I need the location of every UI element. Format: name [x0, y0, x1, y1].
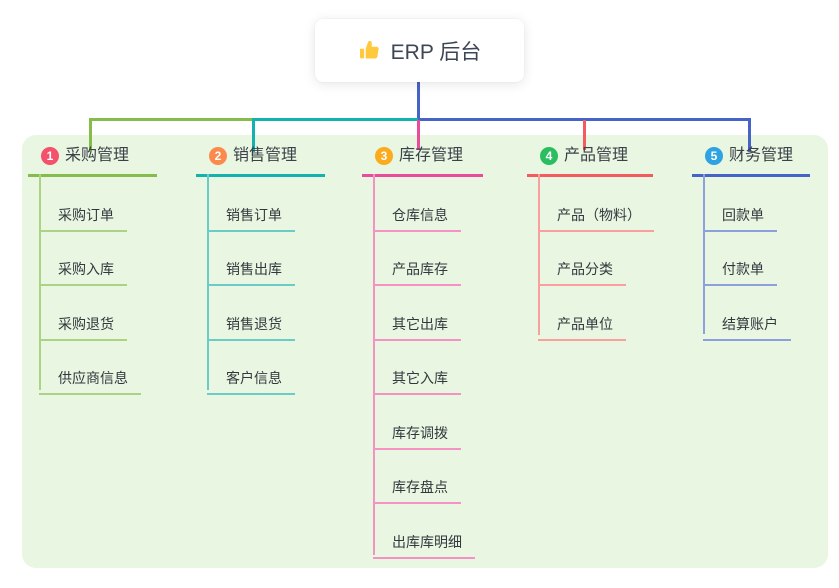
branch-label: 采购管理 [65, 147, 130, 164]
branch-label: 库存管理 [399, 147, 464, 164]
branch-1-purchase: 1 采购管理 采购订单 采购入库 采购退货 供应商信息 [28, 146, 157, 395]
branch-children-line [373, 174, 375, 555]
child-node[interactable]: 出库库明细 [362, 504, 483, 559]
branch-children-line [39, 174, 41, 390]
child-node[interactable]: 其它入库 [362, 341, 483, 395]
branch-header[interactable]: 3 库存管理 [362, 146, 483, 177]
root-node-label: ERP 后台 [390, 40, 482, 64]
child-node[interactable]: 产品库存 [362, 232, 483, 286]
child-node[interactable]: 回款单 [692, 177, 810, 232]
child-node[interactable]: 产品分类 [527, 232, 653, 286]
branch-children: 回款单 付款单 结算账户 [692, 174, 810, 341]
branch-number-badge: 4 [540, 147, 558, 165]
branch-children: 仓库信息 产品库存 其它出库 其它入库 库存调拨 库存盘点 出库库明细 [362, 174, 483, 559]
branch-number-badge: 5 [705, 147, 723, 165]
child-node[interactable]: 结算账户 [692, 286, 810, 341]
branch-children-line [207, 174, 209, 390]
branch-drop-line-5 [748, 118, 751, 152]
branch-children-line [703, 174, 705, 334]
branch-bus-segment-1 [89, 118, 253, 121]
child-node[interactable]: 产品（物料） [527, 177, 654, 232]
child-node[interactable]: 销售退货 [196, 286, 325, 341]
branch-bus-segment-2 [252, 118, 419, 121]
child-node[interactable]: 客户信息 [196, 341, 325, 395]
branch-children-line [538, 174, 540, 335]
thumbs-up-icon [358, 39, 381, 62]
branch-label: 财务管理 [729, 147, 794, 164]
child-node[interactable]: 采购入库 [28, 232, 157, 286]
branch-number-badge: 3 [375, 147, 393, 165]
branch-drop-line-1 [89, 118, 92, 152]
branch-4-product: 4 产品管理 产品（物料） 产品分类 产品单位 [527, 146, 654, 341]
branch-2-sales: 2 销售管理 销售订单 销售出库 销售退货 客户信息 [196, 146, 325, 395]
branch-drop-line-3 [417, 120, 420, 150]
branch-drop-line-4 [583, 120, 586, 150]
branch-children: 采购订单 采购入库 采购退货 供应商信息 [28, 174, 157, 395]
child-node[interactable]: 其它出库 [362, 286, 483, 341]
branch-header[interactable]: 4 产品管理 [527, 146, 653, 177]
branches-panel [22, 135, 828, 568]
child-node[interactable]: 产品单位 [527, 286, 653, 341]
branch-number-badge: 1 [41, 147, 59, 165]
child-node[interactable]: 库存调拨 [362, 395, 483, 450]
branch-number-badge: 2 [209, 147, 227, 165]
branch-5-finance: 5 财务管理 回款单 付款单 结算账户 [692, 146, 810, 341]
root-connector-line [417, 82, 420, 119]
branch-label: 产品管理 [564, 147, 629, 164]
branch-header[interactable]: 1 采购管理 [28, 146, 157, 177]
root-node[interactable]: ERP 后台 [315, 19, 524, 82]
branch-children: 销售订单 销售出库 销售退货 客户信息 [196, 174, 325, 395]
branch-drop-line-2 [252, 118, 255, 152]
child-node[interactable]: 采购退货 [28, 286, 157, 341]
child-node[interactable]: 仓库信息 [362, 177, 483, 232]
branch-bus-segment-3 [418, 118, 751, 121]
branch-3-inventory: 3 库存管理 仓库信息 产品库存 其它出库 其它入库 库存调拨 库存盘点 出库库… [362, 146, 483, 559]
branch-label: 销售管理 [233, 147, 298, 164]
child-node[interactable]: 采购订单 [28, 177, 157, 232]
branch-children: 产品（物料） 产品分类 产品单位 [527, 174, 654, 341]
child-node[interactable]: 供应商信息 [28, 341, 157, 395]
child-node[interactable]: 销售订单 [196, 177, 325, 232]
branch-header[interactable]: 5 财务管理 [692, 146, 810, 177]
child-node[interactable]: 库存盘点 [362, 450, 483, 504]
child-node[interactable]: 销售出库 [196, 232, 325, 286]
child-node[interactable]: 付款单 [692, 232, 810, 286]
branch-header[interactable]: 2 销售管理 [196, 146, 325, 177]
